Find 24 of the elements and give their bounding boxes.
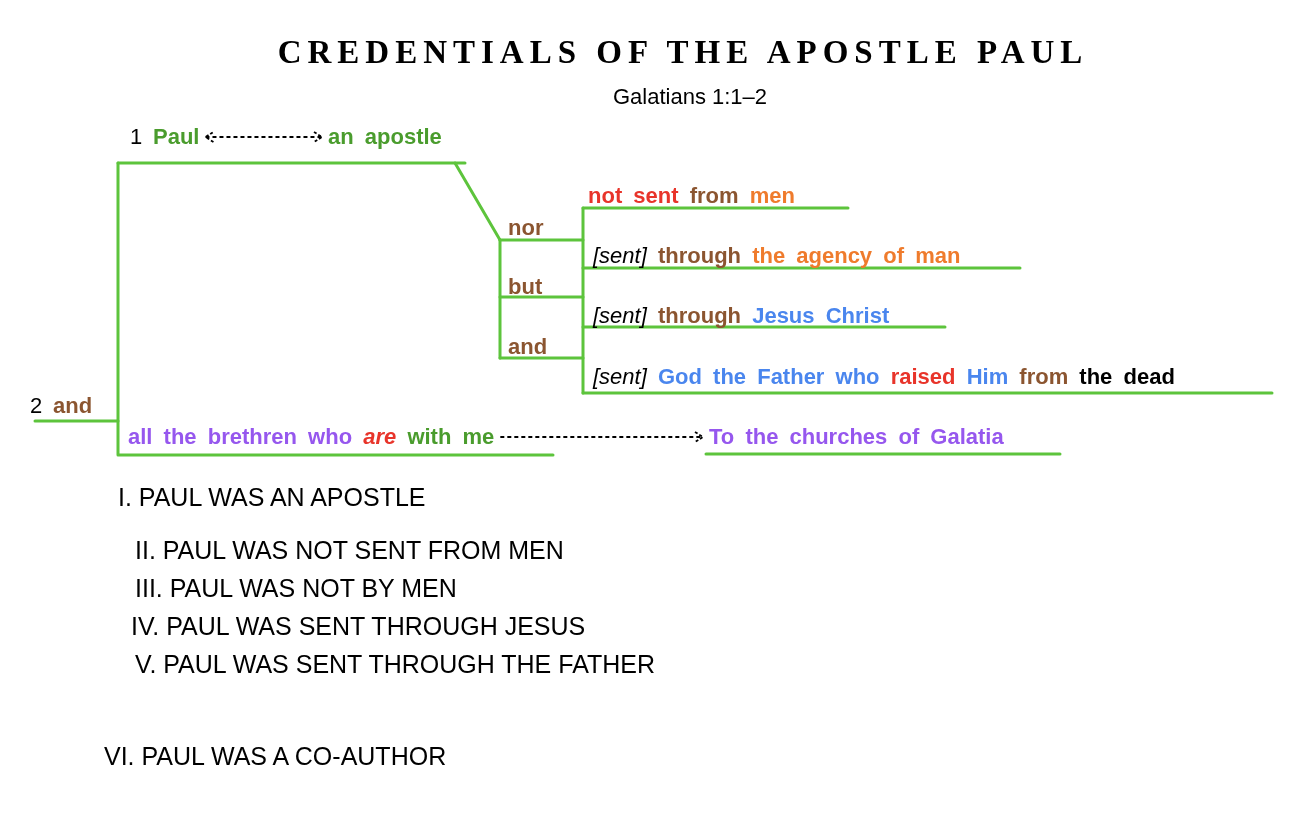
subtitle: Galatians 1:1–2: [612, 84, 768, 110]
phrase-text: To the churches of Galatia: [709, 424, 1004, 450]
conjunction-text: but: [508, 274, 543, 300]
outline-item: V. PAUL WAS SENT THROUGH THE FATHER: [135, 651, 655, 677]
outline-item: IV. PAUL WAS SENT THROUGH JESUS: [131, 613, 586, 639]
phrase-text: all the brethren who are with me: [128, 424, 495, 450]
outline-item: VI. PAUL WAS A CO-AUTHOR: [104, 743, 447, 769]
conjunction-text: nor: [508, 215, 544, 241]
dashed-arrow: [499, 431, 704, 443]
conjunction-text: and: [53, 393, 93, 419]
phrase-text: Paul: [153, 124, 200, 150]
phrase-text: [sent] God the Father who raised Him from the dead: [593, 364, 1175, 390]
title: CREDENTIALS OF THE APOSTLE PAUL: [277, 33, 1089, 71]
verse-number: 2: [30, 393, 43, 419]
outline-item: III. PAUL WAS NOT BY MEN: [135, 575, 457, 601]
conjunction-text: and: [508, 334, 548, 360]
phrase-text: [sent] through the agency of man: [593, 243, 961, 269]
dashed-double-headed-arrow: [204, 131, 323, 143]
verse-number: 1: [130, 124, 143, 150]
outline-item: II. PAUL WAS NOT SENT FROM MEN: [135, 537, 564, 563]
outline-item: I. PAUL WAS AN APOSTLE: [118, 484, 426, 510]
phrase-text: not sent from men: [588, 183, 795, 209]
phrase-text: [sent] through Jesus Christ: [593, 303, 890, 329]
phrase-text: an apostle: [328, 124, 442, 150]
